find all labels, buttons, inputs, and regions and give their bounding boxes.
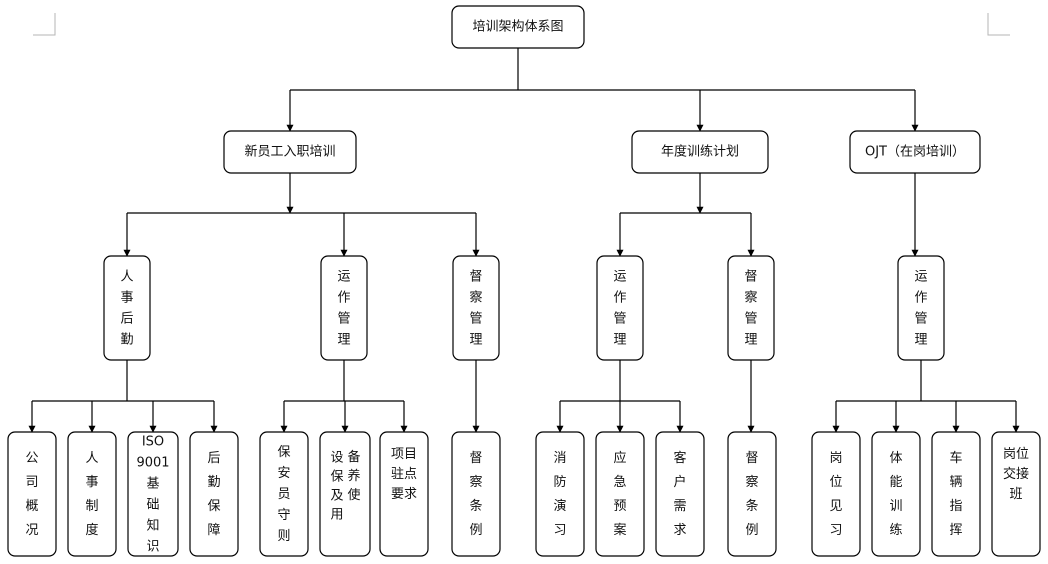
- item-3-1-3-box: [931, 431, 981, 557]
- item-1-2-3-label: 项目驻点要求: [391, 447, 417, 502]
- item-3-1-3-label: 车辆指挥: [949, 450, 962, 538]
- item-1-2-2-col2-label: 备养使: [347, 449, 360, 503]
- item-3-1-2-box: [871, 431, 921, 557]
- group-2-2-box: [727, 255, 775, 361]
- item-2-2-1-label: 督察条例: [745, 451, 758, 538]
- category-2-box: [631, 130, 769, 174]
- group-2-1-label: 运作管理: [613, 269, 626, 347]
- item-1-2-1-label: 保安员守则: [277, 445, 290, 544]
- group-3-1-box: [897, 255, 945, 361]
- group-1-1-box: [103, 255, 151, 361]
- item-1-1-1-box: [7, 431, 57, 557]
- group-2-2-label: 督察管理: [744, 269, 757, 347]
- item-2-1-1-box: [535, 431, 585, 557]
- corner-mark-left: [33, 13, 56, 36]
- item-1-2-3-box: [379, 431, 429, 557]
- item-3-1-1-box: [811, 431, 861, 557]
- item-3-1-4-box: [991, 431, 1041, 557]
- item-1-3-1-label: 督察条例: [469, 451, 482, 538]
- item-3-1-4-label: 岗位交接班: [1003, 447, 1029, 502]
- item-2-1-3-box: [655, 431, 705, 557]
- item-1-1-4-label: 后勤保障: [207, 451, 220, 538]
- category-3-box: [849, 130, 981, 174]
- category-2-label: 年度训练计划: [661, 144, 739, 160]
- item-1-2-2-box: [319, 431, 371, 557]
- item-2-1-2-label: 应急预案: [613, 450, 626, 538]
- connector-lines: [28, 48, 1020, 433]
- category-1-label: 新员工入职培训: [244, 144, 335, 160]
- item-1-3-1-box: [451, 431, 501, 557]
- item-1-1-4-box: [189, 431, 239, 557]
- group-1-2-label: 运作管理: [337, 269, 350, 347]
- item-3-1-1-label: 岗位见习: [829, 451, 842, 538]
- category-1-box: [223, 130, 357, 174]
- group-3-1-label: 运作管理: [914, 269, 927, 347]
- item-1-2-2-col1-label: 设保及用: [330, 450, 343, 522]
- item-1-1-3-box: [127, 431, 179, 557]
- group-1-3-box: [452, 255, 500, 361]
- item-1-1-2-box: [67, 431, 117, 557]
- group-1-3-label: 督察管理: [469, 269, 482, 347]
- corner-mark-right: [987, 13, 1010, 36]
- root-node-box: [451, 5, 585, 49]
- group-1-2-box: [320, 255, 368, 361]
- item-1-1-2-label: 人事制度: [85, 451, 98, 538]
- category-3-label: OJT（在岗培训）: [865, 144, 965, 160]
- group-2-1-box: [596, 255, 644, 361]
- group-1-1-label: 人事后勤: [120, 269, 133, 347]
- item-1-2-1-box: [259, 431, 309, 557]
- item-1-1-1-label: 公司概况: [25, 451, 38, 538]
- item-2-1-3-label: 客户需求: [673, 450, 686, 538]
- item-3-1-2-label: 体能训练: [889, 451, 902, 538]
- item-2-2-1-box: [727, 431, 777, 557]
- item-2-1-2-box: [595, 431, 645, 557]
- root-node-label: 培训架构体系图: [472, 19, 563, 35]
- item-2-1-1-label: 消防演习: [553, 451, 566, 538]
